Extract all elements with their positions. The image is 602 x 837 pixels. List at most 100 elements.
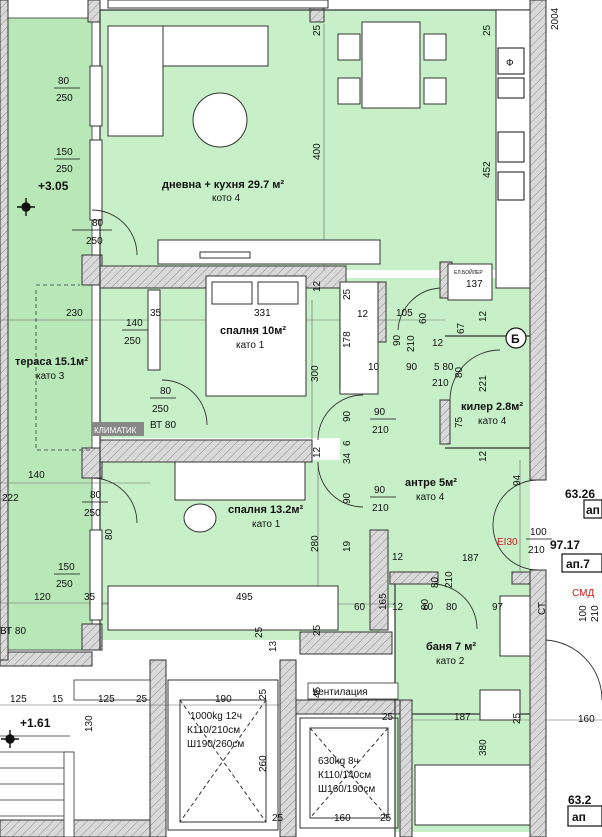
window-bedroom1 [147,289,161,371]
wall-top [87,0,101,23]
elevator-small-cabin-size: К110/140см [318,770,371,781]
right-box-a [583,499,602,519]
chair-a [337,33,361,61]
svg-text:140: 140 [126,318,143,329]
elevator-labels: 1000kg 12ч К110/210см Ш190/260см 630kg 8… [187,711,375,795]
wall-shaft-a [149,659,167,837]
dim-280: 280 [310,535,321,552]
dim-13: 13 [268,640,279,652]
door-entry [492,479,539,571]
ct-label: СТ [537,602,548,615]
bt80-label-b: ВТ 80 [0,626,26,637]
elevator-large-cabin-size: К110/210см [187,725,240,736]
windows [89,0,329,621]
room-living-floor: кото 4 [212,193,241,204]
dim-25-f: 25 [136,694,148,705]
dim-25-h: 25 [382,712,394,723]
appliance-hob [497,77,525,99]
dim-160-a: 160 [578,714,595,725]
wall-left-a [0,0,9,661]
elevator-large-cabin [179,699,267,823]
appliance-sink [497,131,525,163]
dim-210-a: 210 [432,378,449,389]
pillow-1a [211,281,253,305]
appliance-fridge [497,47,525,75]
dim-80-d: 80 [104,528,115,540]
dim-331: 331 [254,308,271,319]
svg-text:150: 150 [58,562,75,573]
wall-shaft-b [279,659,297,837]
wall-closet-b [439,399,451,445]
dim-90-c: 90 [342,492,353,504]
apartment-right-a: ап [586,503,600,517]
room-hall-name: антре 5м² [405,477,457,489]
climatic-unit [92,422,144,436]
dim-12-a: 12 [312,280,323,292]
window-living-a [89,65,103,127]
wall-right-outer [529,0,547,481]
svg-text:210: 210 [406,335,417,352]
wall-mid-b [299,631,393,655]
floor-areas [7,10,530,832]
svg-text:80: 80 [430,576,441,588]
dim-60-b: 60 [354,602,366,613]
dim-12-d: 12 [478,310,489,322]
dining-table [361,21,421,109]
svg-text:210: 210 [372,503,389,514]
dim-580: 5 80 [434,362,454,373]
elevator-large-shaft-size: Ш190/260см [187,739,244,750]
dim-178: 178 [342,331,353,348]
tv-unit [157,239,381,265]
window-living-b [89,139,103,221]
svg-text:100: 100 [578,605,589,622]
dim-140: 140 [28,470,45,481]
door-terrace-b [161,379,208,426]
svg-text:250: 250 [84,508,101,519]
dim-94: 94 [512,474,523,486]
dim-25-a: 25 [312,24,323,36]
ei30-label: EI30 [497,537,518,548]
elevators [167,679,399,831]
elevator-large-capacity: 1000kg 12ч [190,711,242,722]
wall-shaft-d [399,699,413,837]
dim-120: 120 [34,592,51,603]
dim-221: 221 [478,375,489,392]
elevator-small-shaft-size: Ш160/190см [318,784,375,795]
dim-12-f: 12 [478,450,489,462]
dim-60-a: 60 [418,312,429,324]
wall-bedroom2-right [369,529,389,631]
wall-bedroom1-bottom [99,439,313,463]
svg-text:80: 80 [92,218,104,229]
washing-machine [479,689,521,721]
closet-floor [445,336,530,448]
dim-25-d: 25 [254,626,265,638]
dim-495: 495 [236,592,253,603]
appliance-oven [497,171,525,201]
svg-text:90: 90 [374,407,386,418]
dim-12-b: 12 [357,309,369,320]
fridge-label: Ф [506,58,514,69]
door-terrace-a [91,209,138,256]
svg-text:250: 250 [152,404,169,415]
bt80-label-a: ВТ 80 [150,420,176,431]
dim-25-i: 25 [512,712,523,724]
level-stair: +1.61 [20,716,51,730]
dim-90-b: 90 [342,410,353,422]
svg-text:80: 80 [90,490,102,501]
wall-terrace-column-c [81,623,103,651]
room-bedroom2-floor: като 1 [252,519,281,530]
door-bedroom2 [317,461,364,508]
window-bedroom2 [89,529,103,621]
dim-25-g: 25 [258,688,269,700]
dim-2004: 2004 [550,7,561,30]
wall-bath-top [389,571,439,585]
dim-12-c: 12 [432,338,444,349]
dim-160-b: 160 [334,813,351,824]
